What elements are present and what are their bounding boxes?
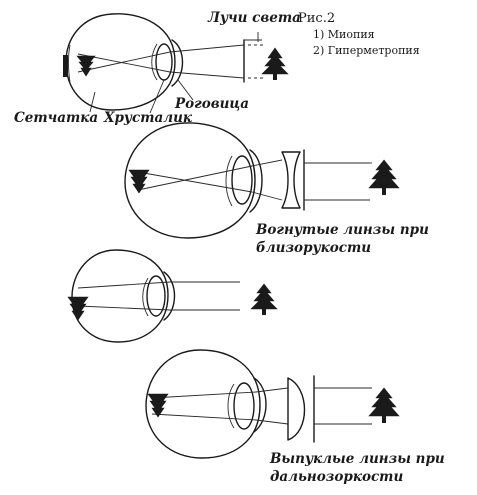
legend-hyperopia: 2) Гиперметропия — [313, 44, 420, 57]
concave-lens-1 — [281, 151, 301, 209]
tree-trunk-1 — [273, 74, 277, 80]
concave-caption-line1: Вогнутые линзы при — [255, 222, 429, 238]
retina-label: Сетчатка — [14, 110, 98, 126]
convex-caption-line2: дальнозоркости — [270, 469, 403, 485]
convex-caption-line1: Выпуклые линзы при — [269, 451, 445, 467]
retina-image-icon-2 — [128, 169, 150, 194]
retina-pointer — [89, 91, 96, 113]
convex-lens-1 — [287, 377, 306, 441]
retina-image-icon-3 — [67, 296, 89, 321]
eye-diagram-1 — [63, 13, 265, 111]
legend-myopia: 1) Миопия — [313, 28, 375, 41]
lens-pointer — [149, 79, 165, 114]
tree-icon-4 — [368, 387, 400, 417]
eye-diagram-3 — [71, 249, 240, 343]
retina-image-icon-4 — [147, 393, 169, 418]
lens-label: Хрусталик — [103, 110, 193, 126]
figure-number: Рис.2 — [298, 11, 335, 26]
concave-caption-line2: близорукости — [256, 240, 371, 256]
cornea-pointer — [177, 79, 194, 101]
cornea-label: Роговица — [174, 96, 249, 112]
light-rays-label: Лучи света — [207, 10, 301, 26]
tree-icon-1 — [261, 47, 289, 75]
retina-image-icon-1 — [76, 55, 96, 77]
eye-diagram-2 — [124, 122, 372, 239]
tree-icon-2 — [368, 159, 400, 189]
tree-icon-3 — [250, 283, 278, 310]
eye-diagram-4 — [145, 349, 372, 459]
